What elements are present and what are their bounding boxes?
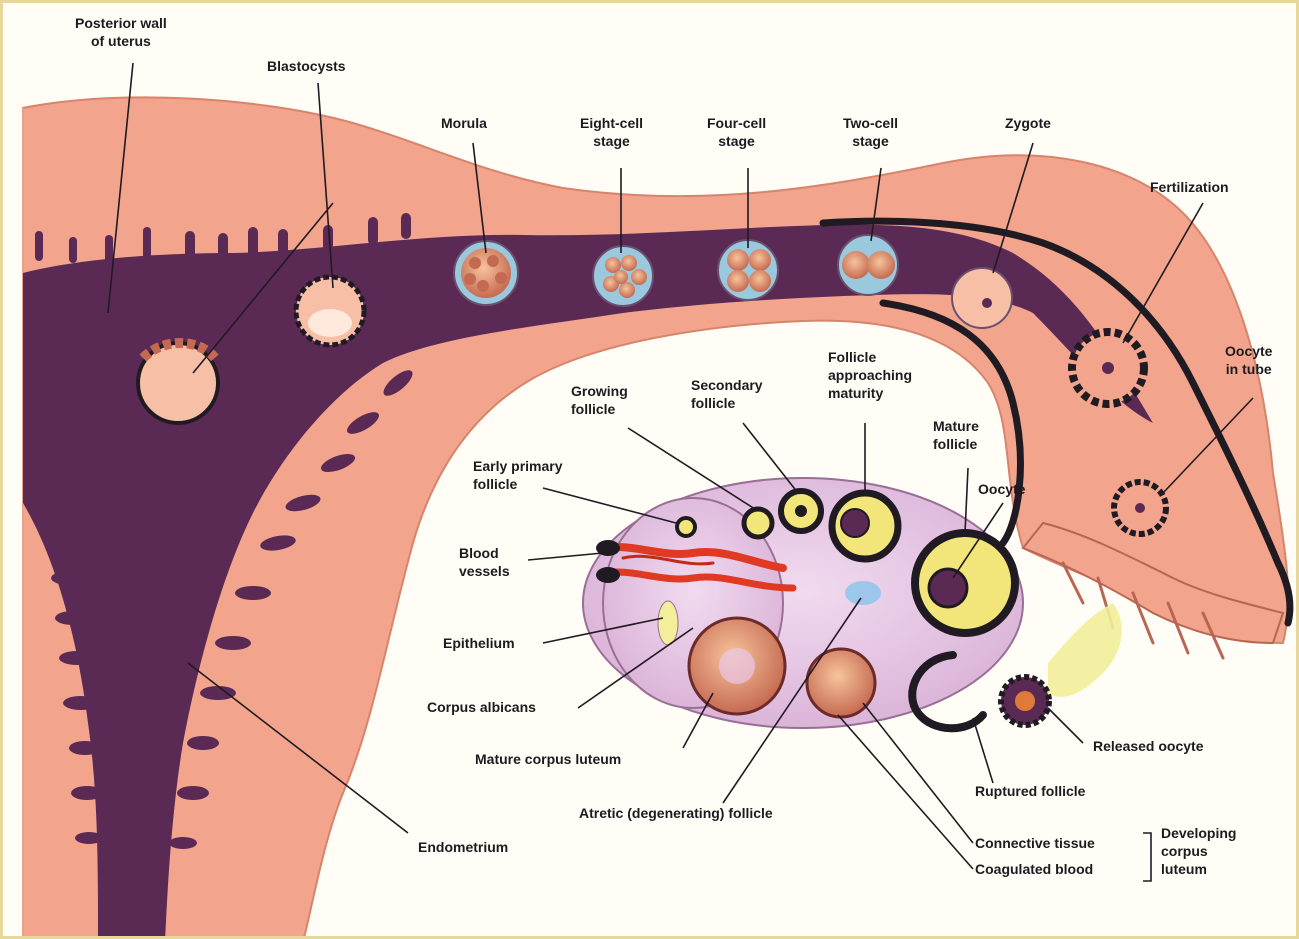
label-coagulated-blood: Coagulated blood bbox=[975, 861, 1093, 879]
label-fertilization: Fertilization bbox=[1150, 179, 1229, 197]
label-corpus-albicans: Corpus albicans bbox=[427, 699, 536, 717]
label-released-oocyte: Released oocyte bbox=[1093, 738, 1204, 756]
label-mature-corpus-luteum: Mature corpus luteum bbox=[475, 751, 621, 769]
released-oocyte-graphic bbox=[1001, 677, 1049, 725]
label-connective-tissue: Connective tissue bbox=[975, 835, 1095, 853]
label-secondary-follicle: Secondary follicle bbox=[691, 377, 763, 413]
label-follicle-approaching-maturity: Follicle approaching maturity bbox=[828, 349, 912, 403]
label-eight-cell: Eight-cell stage bbox=[580, 115, 643, 151]
label-mature-follicle: Mature follicle bbox=[933, 418, 979, 454]
label-growing-follicle: Growing follicle bbox=[571, 383, 628, 419]
label-developing-corpus-luteum: Developing corpus luteum bbox=[1161, 825, 1236, 879]
label-morula: Morula bbox=[441, 115, 487, 133]
label-posterior-wall: Posterior wall of uterus bbox=[75, 15, 167, 51]
released-fluid bbox=[1048, 603, 1122, 697]
label-zygote: Zygote bbox=[1005, 115, 1051, 133]
label-epithelium: Epithelium bbox=[443, 635, 515, 653]
label-atretic-follicle: Atretic (degenerating) follicle bbox=[579, 805, 773, 823]
label-oocyte: Oocyte bbox=[978, 481, 1025, 499]
label-blood-vessels: Blood vessels bbox=[459, 545, 510, 581]
label-oocyte-in-tube: Oocyte in tube bbox=[1225, 343, 1272, 379]
label-ruptured-follicle: Ruptured follicle bbox=[975, 783, 1085, 801]
label-early-primary-follicle: Early primary follicle bbox=[473, 458, 563, 494]
label-four-cell: Four-cell stage bbox=[707, 115, 766, 151]
label-endometrium: Endometrium bbox=[418, 839, 508, 857]
illustration bbox=[3, 3, 1299, 939]
label-two-cell: Two-cell stage bbox=[843, 115, 898, 151]
label-blastocysts: Blastocysts bbox=[267, 58, 346, 76]
